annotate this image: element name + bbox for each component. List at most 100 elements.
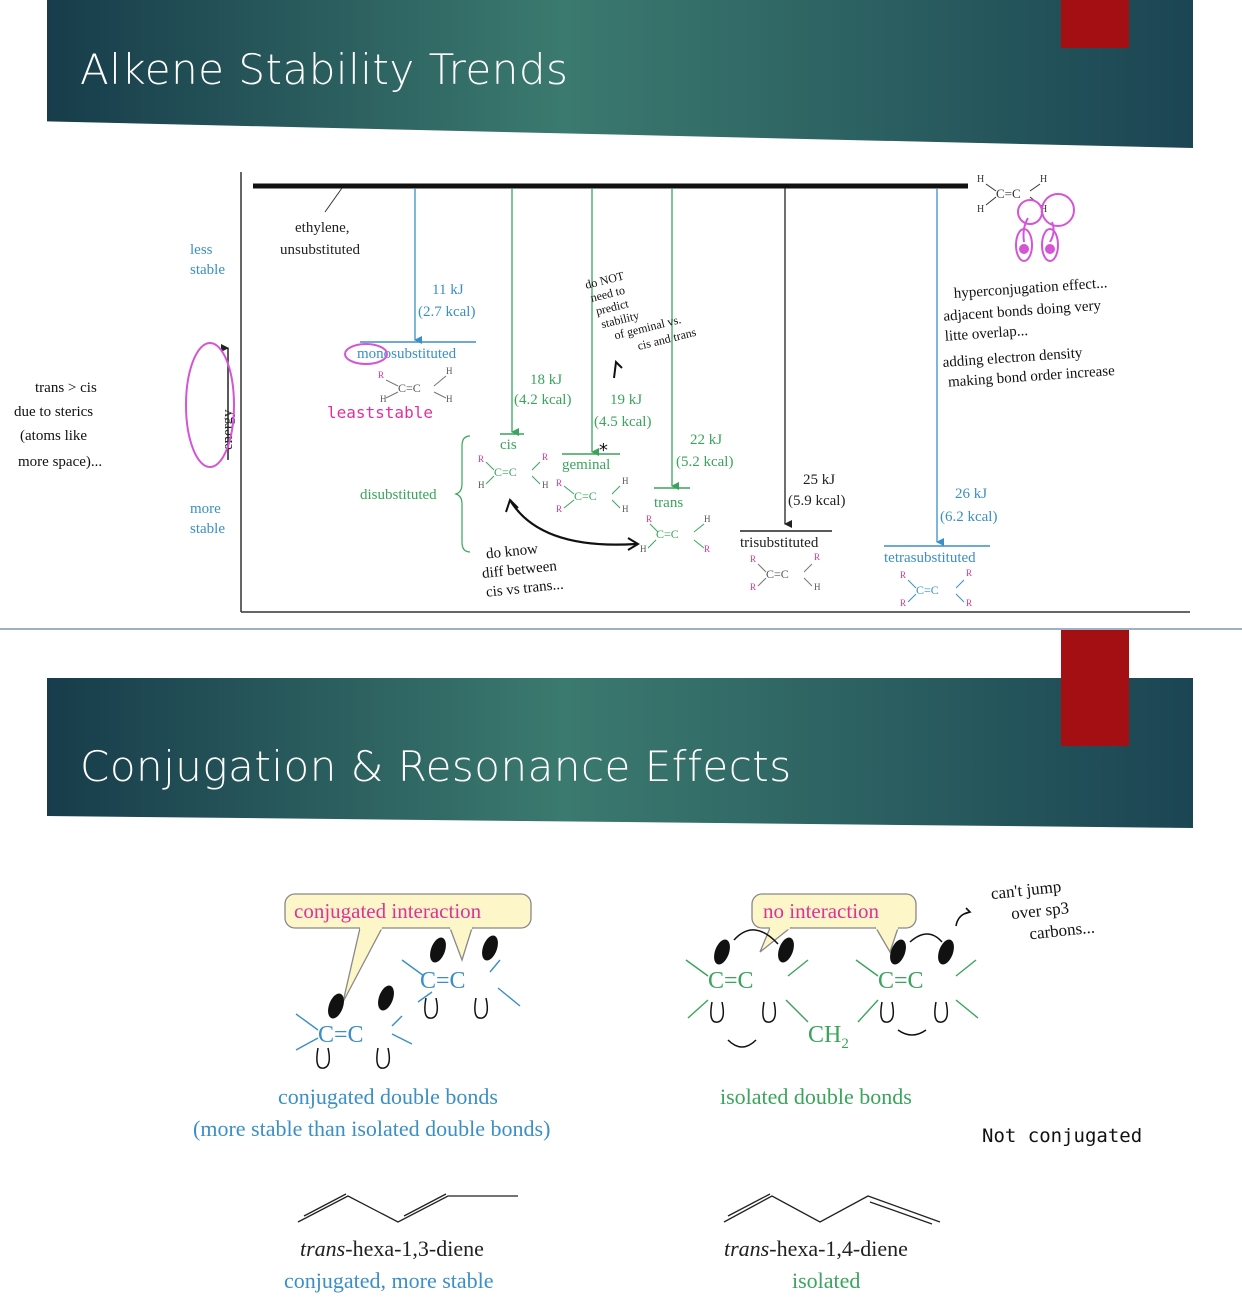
ethylene-structure: H H H H C=C	[977, 174, 1047, 215]
svg-text:C=C: C=C	[398, 381, 421, 395]
svg-text:R: R	[646, 514, 652, 524]
value-geminal-kcal: (4.5 kcal)	[594, 414, 651, 430]
mono-circle-annotation	[344, 343, 388, 365]
svg-text:R: R	[556, 504, 562, 514]
callout-conjugated-text: conjugated interaction	[294, 899, 482, 923]
svg-text:C=C: C=C	[494, 465, 517, 479]
svg-text:R: R	[750, 554, 756, 564]
value-tetra-kcal: (6.2 kcal)	[940, 509, 997, 525]
svg-text:diff between: diff between	[481, 558, 558, 582]
iso-cc-1: C=C	[708, 968, 754, 994]
svg-text:do know: do know	[485, 541, 539, 562]
callout-no-interaction-text: no interaction	[763, 899, 880, 923]
svg-text:more space)...: more space)...	[18, 454, 102, 470]
annotation-sp3: can't jump over sp3 carbons...	[990, 877, 1096, 944]
svg-text:C=C: C=C	[916, 583, 939, 597]
structure-trans: R H H R C=C	[640, 514, 711, 554]
title-band	[47, 0, 1193, 148]
svg-text:H: H	[640, 544, 647, 554]
conj-cc-1: C=C	[318, 1022, 364, 1048]
svg-text:due to sterics: due to sterics	[14, 404, 93, 420]
label-tetrasubstituted: tetrasubstituted	[884, 550, 976, 566]
isolated-p-orbitals	[714, 937, 954, 965]
cis-trans-double-arrow	[509, 499, 637, 546]
value-cis-kj: 18 kJ	[530, 372, 562, 388]
conjugated-lower-lobes	[316, 997, 489, 1069]
svg-text:litte overlap...: litte overlap...	[944, 323, 1028, 345]
svg-text:H: H	[446, 366, 453, 376]
svg-text:H: H	[478, 480, 485, 490]
value-mono-kcal: (2.7 kcal)	[418, 304, 475, 320]
slide-title: Alkene Stability Trends	[80, 45, 569, 94]
hyperconjugation-orbital-drawing	[1015, 193, 1075, 262]
ethylene-label-2: unsubstituted	[280, 242, 361, 258]
caption-isolated: isolated double bonds	[720, 1084, 912, 1109]
svg-text:R: R	[750, 582, 756, 592]
structure-mono: R H H H C=C	[378, 366, 453, 404]
slide-alkene-stability: Alkene Stability Trends less stable more…	[0, 0, 1242, 630]
value-cis-kcal: (4.2 kcal)	[514, 392, 571, 408]
conjugation-diagram: conjugated interaction C=C C=C conjugate…	[193, 877, 1142, 1293]
svg-text:H: H	[1040, 174, 1047, 185]
label-cis: cis	[500, 437, 517, 453]
iso-ch2: CH2	[808, 1022, 849, 1052]
svg-text:R: R	[542, 452, 548, 462]
geminal-star-annotation: *	[598, 440, 609, 461]
svg-text:R: R	[966, 568, 972, 578]
red-accent-tab	[1061, 630, 1129, 746]
geminal-note-arrow	[613, 359, 623, 379]
svg-text:trans > cis: trans > cis	[35, 380, 97, 396]
value-tetra-kj: 26 kJ	[955, 486, 987, 502]
svg-text:H: H	[542, 480, 549, 490]
svg-text:H: H	[380, 394, 387, 404]
label-disubstituted: disubstituted	[360, 487, 437, 503]
cis-trans-arrowheads	[505, 498, 640, 551]
label-trans: trans	[654, 495, 683, 511]
value-tri-kcal: (5.9 kcal)	[788, 493, 845, 509]
stability-diagram: less stable more stable energy ethylene,…	[14, 172, 1190, 613]
conjugated-p-orbitals	[328, 935, 498, 1019]
svg-text:H: H	[1040, 204, 1047, 215]
annotation-geminal-note: do NOT need to predict stability of gemi…	[584, 268, 698, 352]
svg-text:over sp3: over sp3	[1010, 898, 1070, 923]
value-tri-kj: 25 kJ	[803, 472, 835, 488]
ethylene-pointer	[324, 187, 343, 213]
svg-text:carbons...: carbons...	[1028, 918, 1095, 944]
structure-geminal: R R H H C=C	[556, 476, 629, 514]
svg-text:C=C: C=C	[766, 567, 789, 581]
structure-tetrasubstituted: R R R R C=C	[900, 568, 972, 608]
conj-cc-2: C=C	[420, 968, 466, 994]
svg-text:R: R	[814, 552, 820, 562]
callout-no-interaction: no interaction	[751, 893, 917, 954]
svg-text:C=C: C=C	[996, 186, 1021, 201]
svg-text:H: H	[814, 582, 821, 592]
svg-text:H: H	[977, 174, 984, 185]
name-hexa-1-3-diene: trans-hexa-1,3-diene	[300, 1236, 484, 1261]
hexa-1-4-diene-skeleton	[723, 1195, 941, 1223]
svg-text:C=C: C=C	[656, 527, 679, 541]
svg-text:R: R	[704, 544, 710, 554]
svg-text:R: R	[378, 370, 384, 380]
slide-conjugation: Conjugation & Resonance Effects conjugat…	[0, 630, 1242, 1315]
iso-cc-2: C=C	[878, 968, 924, 994]
slide-title: Conjugation & Resonance Effects	[80, 742, 792, 791]
svg-text:H: H	[704, 514, 711, 524]
value-trans-kcal: (5.2 kcal)	[676, 454, 733, 470]
isolated-diene-drawing	[685, 959, 979, 1023]
value-mono-kj: 11 kJ	[432, 282, 464, 298]
annotation-not-conjugated: Not conjugated	[982, 1125, 1142, 1147]
energy-label: energy	[220, 409, 236, 450]
value-geminal-kj: 19 kJ	[610, 392, 642, 408]
isolated-lower-lobes	[710, 929, 949, 1048]
structure-cis: R H R H C=C	[478, 452, 549, 490]
title-band	[47, 678, 1193, 828]
label-monosubstituted: monosubstituted	[357, 346, 457, 362]
axis-less-stable-1: less	[190, 242, 213, 258]
axis-more-stable-1: more	[190, 501, 221, 517]
red-accent-tab	[1061, 0, 1129, 48]
value-trans-kj: 22 kJ	[690, 432, 722, 448]
structure-trisubstituted: R R R H C=C	[750, 552, 821, 592]
annotation-hyperconjugation: hyperconjugation effect... adjacent bond…	[942, 275, 1115, 390]
svg-text:H: H	[446, 394, 453, 404]
svg-text:adjacent bonds doing very: adjacent bonds doing very	[943, 298, 1102, 325]
